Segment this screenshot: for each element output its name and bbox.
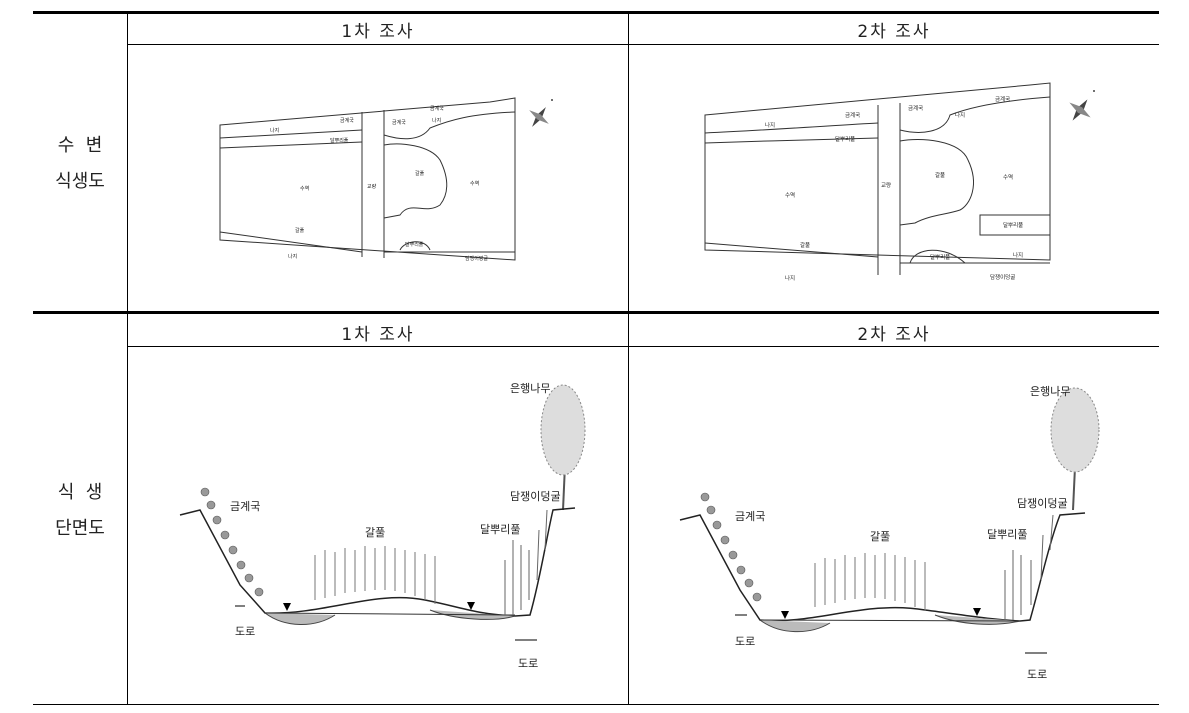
row-label-line: 수 변 bbox=[57, 135, 103, 156]
map-label: 금계국 bbox=[845, 111, 860, 119]
map-label: 달뿌리풀 bbox=[930, 253, 950, 261]
vegetation-map-survey-1: 나지 금계국 금계국 금계국 나지 달뿌리풀 수역 교량 갈풀 수역 갈풀 나지… bbox=[219, 97, 553, 262]
map-label: 나지 bbox=[785, 274, 795, 282]
col-header-2-row2: 2차 조사 bbox=[857, 325, 931, 345]
map-label: 갈풀 bbox=[295, 227, 305, 234]
map-label: 담쟁이덩굴 bbox=[465, 255, 488, 262]
section-label-road: 도로 bbox=[1027, 668, 1047, 681]
map-label: 나지 bbox=[955, 111, 965, 119]
section-label: 담쟁이덩굴 bbox=[1017, 497, 1068, 510]
map-label: 달뿌리풀 bbox=[835, 135, 855, 143]
section-label: 은행나무 bbox=[510, 382, 550, 395]
row-label-line: 식 생 bbox=[57, 482, 103, 503]
row-label-line: 식생도 bbox=[55, 171, 105, 192]
map-label: 수역 bbox=[1003, 173, 1013, 181]
row-label-vegetation-map: 수 변 식생도 bbox=[33, 128, 127, 200]
header-rule-1 bbox=[127, 44, 1159, 45]
ginkgo-tree-icon bbox=[1050, 387, 1100, 511]
compass-icon bbox=[1069, 90, 1095, 121]
compass-icon bbox=[529, 99, 553, 127]
table-top-rule bbox=[33, 11, 1159, 14]
map-label: 달뿌리풀 bbox=[405, 241, 424, 248]
section-label: 달뿌리풀 bbox=[480, 523, 520, 536]
ginkgo-tree-icon bbox=[540, 384, 586, 511]
section-label: 갈풀 bbox=[365, 525, 385, 539]
map-label: 담쟁이덩굴 bbox=[990, 273, 1015, 281]
row-label-line: 단면도 bbox=[55, 518, 105, 539]
map-label: 교량 bbox=[881, 182, 891, 189]
map-label: 금계국 bbox=[908, 104, 923, 112]
map-label: 나지 bbox=[432, 117, 441, 124]
section-label: 금계국 bbox=[735, 510, 765, 523]
map-label: 나지 bbox=[288, 253, 297, 260]
table-bottom-rule bbox=[33, 704, 1159, 705]
section-label: 금계국 bbox=[230, 500, 260, 513]
map-label: 갈풀 bbox=[415, 170, 425, 177]
section-label: 담쟁이덩굴 bbox=[510, 490, 561, 503]
map-label: 금계국 bbox=[340, 117, 354, 124]
header-rule-2 bbox=[127, 346, 1159, 347]
col-header-2-row1: 2차 조사 bbox=[857, 22, 931, 42]
map-label: 갈풀 bbox=[935, 171, 945, 179]
col-header-1-row1: 1차 조사 bbox=[341, 22, 415, 42]
map-label: 갈풀 bbox=[800, 241, 810, 249]
map-label: 나지 bbox=[765, 121, 775, 129]
map-label: 금계국 bbox=[995, 95, 1010, 103]
map-label: 금계국 bbox=[430, 105, 444, 112]
map-label: 수역 bbox=[470, 180, 479, 187]
section-label: 달뿌리풀 bbox=[987, 528, 1027, 541]
section-label: 은행나무 bbox=[1030, 385, 1070, 398]
map-label: 달뿌리풀 bbox=[330, 137, 349, 144]
section-label-road: 도로 bbox=[235, 625, 255, 638]
section-label-road: 도로 bbox=[735, 635, 755, 648]
label-column-rule bbox=[127, 11, 128, 705]
section-label: 갈풀 bbox=[870, 529, 890, 543]
map-label: 수역 bbox=[300, 185, 309, 192]
map-label: 나지 bbox=[1013, 251, 1023, 259]
row-label-cross-section: 식 생 단면도 bbox=[33, 475, 127, 547]
row-divider-rule bbox=[33, 311, 1159, 314]
map-label: 수역 bbox=[785, 191, 795, 199]
vegetation-section-survey-1: 도로 도로 금계국 갈풀 달뿌리풀 담쟁이덩굴 은행나무 bbox=[179, 382, 586, 670]
column-divider-rule bbox=[628, 11, 629, 705]
map-label: 달뿌리풀 bbox=[1003, 221, 1023, 229]
vegetation-section-survey-2: 도로 도로 금계국 갈풀 달뿌리풀 담쟁이덩굴 은행나무 bbox=[679, 385, 1100, 681]
section-label-road: 도로 bbox=[518, 657, 538, 670]
map-label: 나지 bbox=[270, 127, 279, 134]
col-header-1-row2: 1차 조사 bbox=[341, 325, 415, 345]
map-label: 교량 bbox=[367, 183, 377, 190]
vegetation-map-survey-2: 나지 금계국 금계국 금계국 나지 달뿌리풀 수역 교량 갈풀 수역 달뿌리풀 … bbox=[704, 82, 1095, 282]
map-label: 금계국 bbox=[392, 119, 406, 126]
